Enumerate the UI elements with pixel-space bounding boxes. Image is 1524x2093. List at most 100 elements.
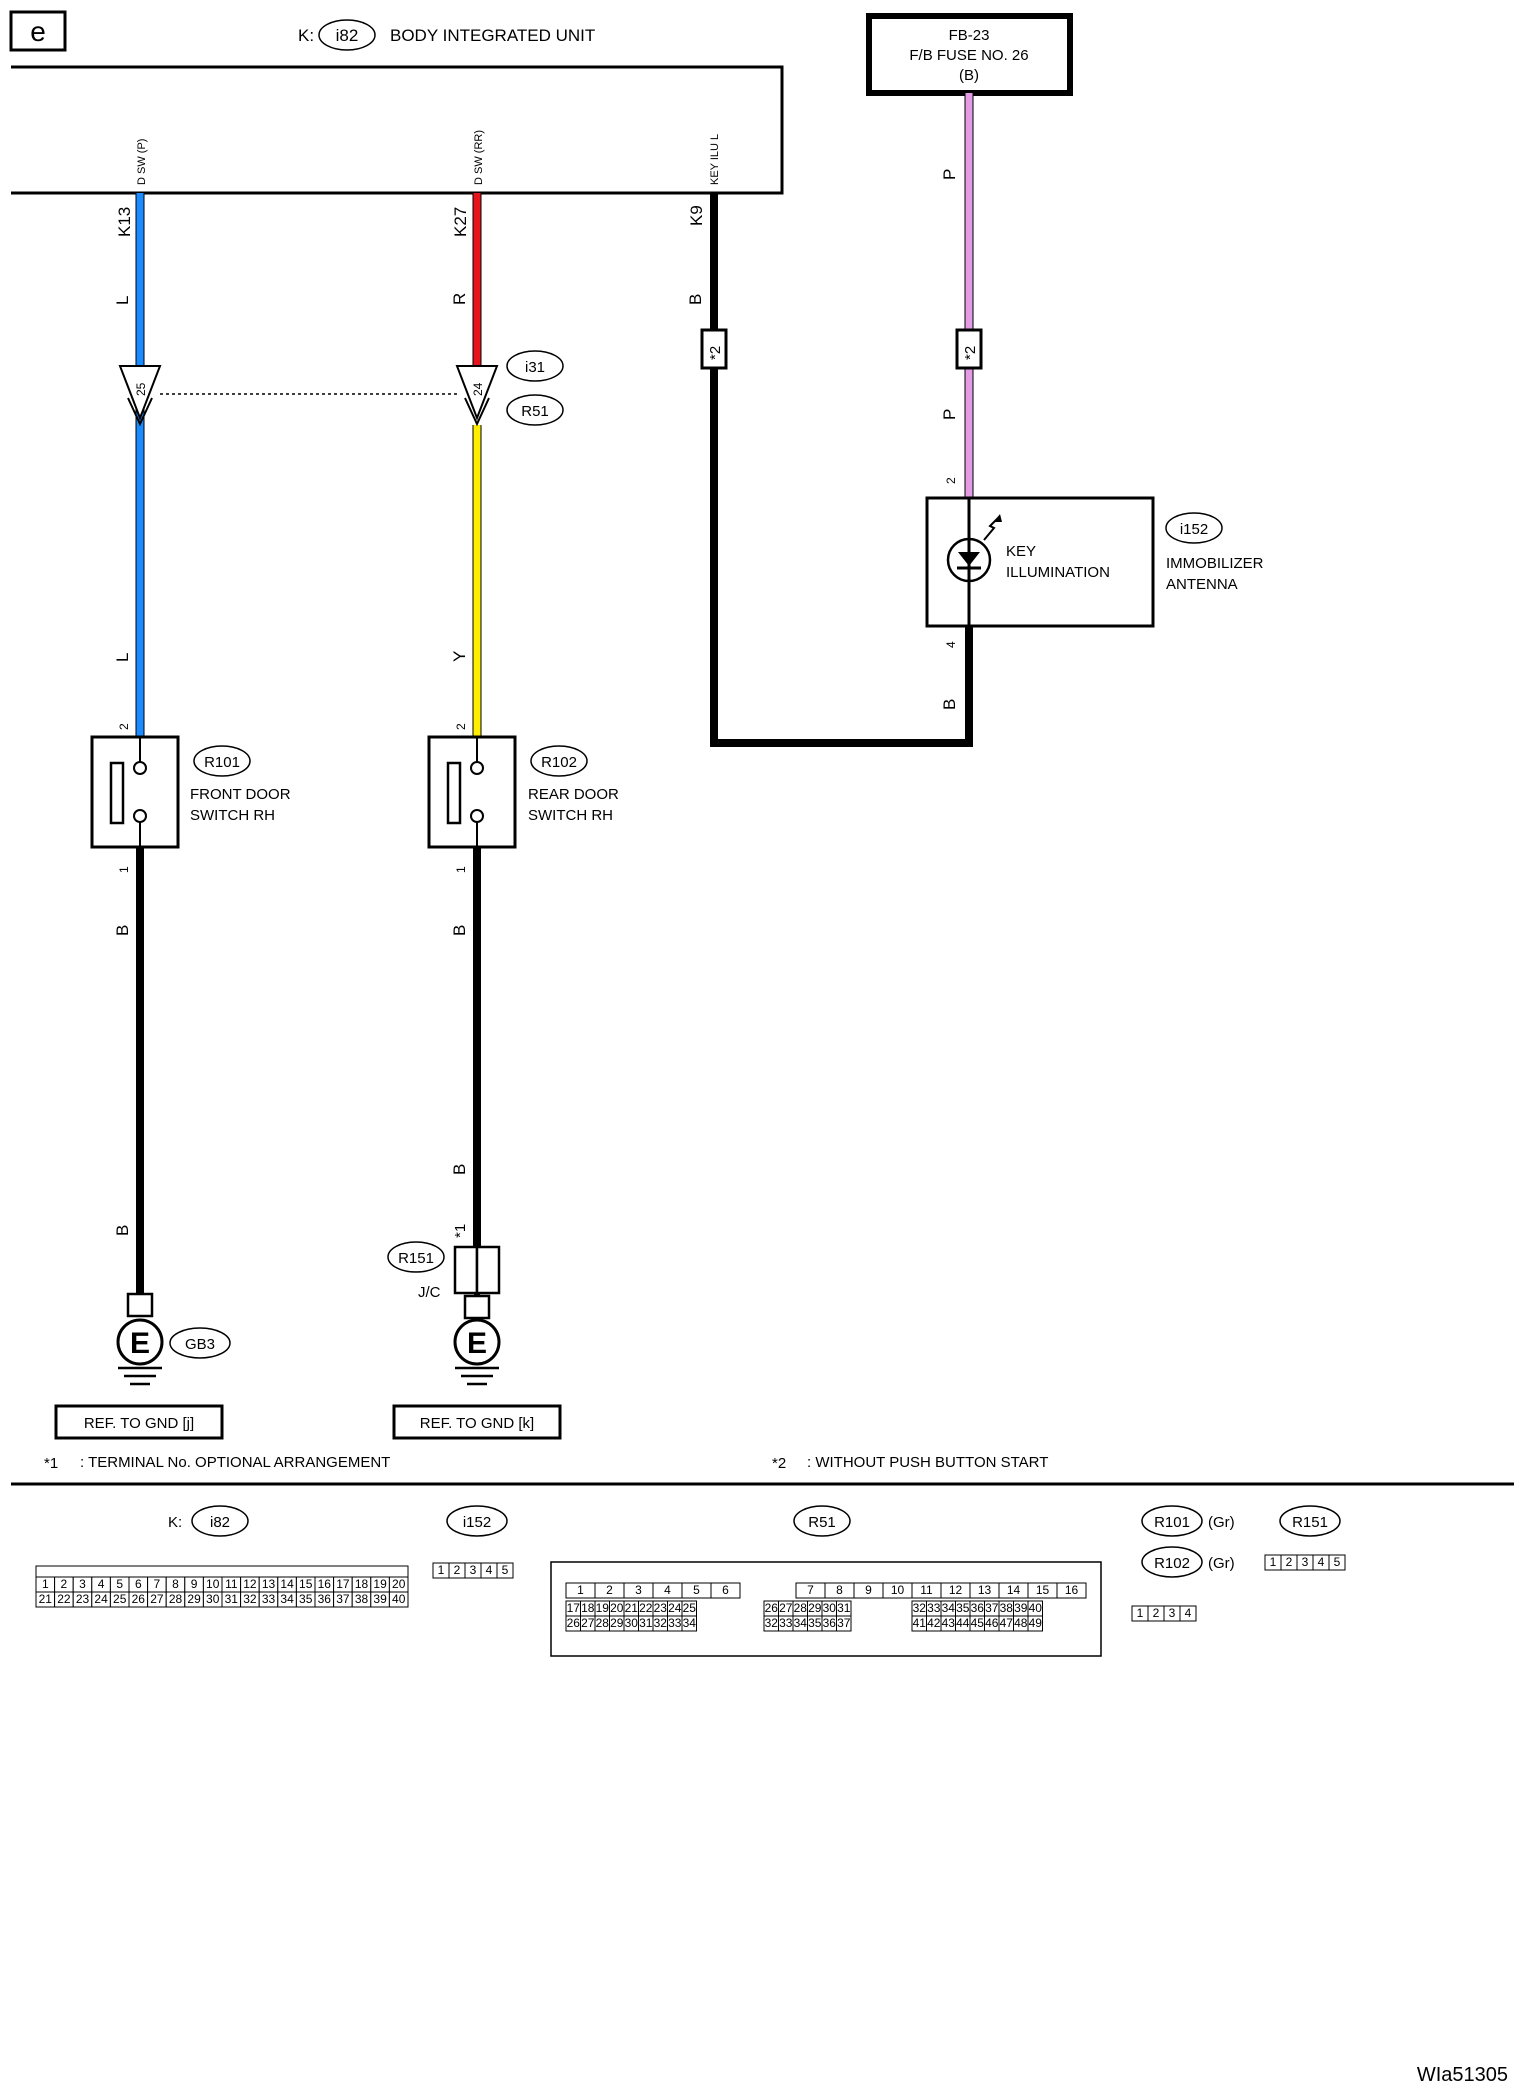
connector-pin-number: 4 bbox=[98, 1577, 105, 1591]
front-switch-line2: SWITCH RH bbox=[190, 807, 275, 824]
body-unit-box bbox=[11, 65, 784, 195]
front-switch-actuator bbox=[109, 761, 125, 825]
connector-pin-number: 29 bbox=[187, 1592, 201, 1606]
connector-pin-cell bbox=[710, 1582, 741, 1599]
connector-pin-number: 36 bbox=[971, 1601, 985, 1615]
cv-i82-code: i82 bbox=[210, 1514, 230, 1531]
antenna-name-line2: ANTENNA bbox=[1166, 576, 1238, 593]
connector-housing bbox=[550, 1561, 1102, 1657]
connector-pin-number: 30 bbox=[823, 1601, 837, 1615]
connector-pin-number: 31 bbox=[639, 1616, 653, 1630]
connector-pin-number: 35 bbox=[956, 1601, 970, 1615]
connector-pin-number: 24 bbox=[94, 1592, 108, 1606]
rear-ground-ref-box[interactable] bbox=[392, 1404, 562, 1440]
connector-pin-number: 44 bbox=[956, 1616, 970, 1630]
pin-func-dsw-rr: D SW (RR) bbox=[473, 130, 485, 185]
section-tag: e bbox=[30, 16, 46, 47]
connector-pin-number: 26 bbox=[765, 1601, 779, 1615]
rear-switch-actuator bbox=[446, 761, 462, 825]
connector-pin-number: 16 bbox=[318, 1577, 332, 1591]
joint-code: R151 bbox=[398, 1250, 434, 1267]
connector-pin-number: 3 bbox=[1302, 1555, 1309, 1569]
connector-pin-number: 1 bbox=[1137, 1606, 1144, 1620]
front-ground-symbol: E bbox=[130, 1327, 150, 1360]
connector-pin-number: 27 bbox=[150, 1592, 164, 1606]
connector-pin-number: 10 bbox=[891, 1583, 905, 1597]
rear-switch-pin-bottom: 1 bbox=[454, 866, 468, 873]
cv-r151-code: R151 bbox=[1292, 1514, 1328, 1531]
joint-connector-left bbox=[453, 1245, 479, 1295]
connector-pin-number: 20 bbox=[610, 1601, 624, 1615]
cv-i152-code: i152 bbox=[463, 1514, 491, 1531]
connector-pin-number: 17 bbox=[336, 1577, 350, 1591]
star2-block-pink bbox=[955, 328, 983, 370]
connector-pin-number: 11 bbox=[225, 1577, 238, 1591]
front-door-switch-box bbox=[90, 735, 180, 849]
connector-pin-number: 28 bbox=[794, 1601, 808, 1615]
connector-pin-number: 25 bbox=[113, 1592, 127, 1606]
connector-pin-number: 40 bbox=[1029, 1601, 1043, 1615]
antenna-inner-line2: ILLUMINATION bbox=[1006, 564, 1110, 581]
cv-r51-oval bbox=[793, 1505, 851, 1537]
connector-pin-number: 4 bbox=[1185, 1606, 1192, 1620]
connector-pin-number: 8 bbox=[172, 1577, 179, 1591]
connector-pin-number: 1 bbox=[1270, 1555, 1277, 1569]
connector-pin-number: 38 bbox=[355, 1592, 369, 1606]
connector-pin-number: 34 bbox=[683, 1616, 697, 1630]
connector-pin-number: 3 bbox=[635, 1583, 642, 1597]
terminal-k9: K9 bbox=[687, 205, 706, 226]
connector-pin-number: 26 bbox=[567, 1616, 581, 1630]
connector-pin-number: 33 bbox=[779, 1616, 793, 1630]
rear-switch-line1: REAR DOOR bbox=[528, 786, 619, 803]
connector-pin-number: 34 bbox=[280, 1592, 294, 1606]
star2-label-k9: *2 bbox=[707, 346, 724, 360]
connector-pin-number: 35 bbox=[299, 1592, 313, 1606]
connector-pin-number: 20 bbox=[392, 1577, 406, 1591]
connector-pin-number: 21 bbox=[625, 1601, 639, 1615]
note2-text: : WITHOUT PUSH BUTTON START bbox=[807, 1454, 1048, 1471]
connector-pin-number: 36 bbox=[318, 1592, 332, 1606]
note1-text: : TERMINAL No. OPTIONAL ARRANGEMENT bbox=[80, 1454, 390, 1471]
cv-i82-prefix: K: bbox=[168, 1514, 182, 1531]
connector-pin-number: 41 bbox=[913, 1616, 927, 1630]
connector-pin-number: 26 bbox=[132, 1592, 146, 1606]
connector-pin-number: 32 bbox=[654, 1616, 668, 1630]
rear-switch-code: R102 bbox=[541, 754, 577, 771]
connector-pin-number: 43 bbox=[942, 1616, 956, 1630]
front-switch-pin-bottom: 1 bbox=[117, 866, 131, 873]
cv-r51-code: R51 bbox=[808, 1514, 836, 1531]
connector-pin-number: 6 bbox=[722, 1583, 729, 1597]
connector-pin-number: 31 bbox=[225, 1592, 239, 1606]
connector-pin-number: 22 bbox=[639, 1601, 653, 1615]
connector-pin-number: 5 bbox=[502, 1563, 509, 1577]
front-ground-terminal bbox=[126, 1292, 154, 1318]
led-icon bbox=[946, 537, 992, 583]
connector-pin-number: 5 bbox=[116, 1577, 123, 1591]
antenna-pin-top: 2 bbox=[944, 477, 958, 484]
connector-pin-number: 27 bbox=[779, 1601, 793, 1615]
antenna-inner-line1: KEY bbox=[1006, 543, 1036, 560]
connector-pin-number: 5 bbox=[693, 1583, 700, 1597]
connector-pin-number: 30 bbox=[206, 1592, 220, 1606]
fuse-line2: F/B FUSE NO. 26 bbox=[909, 47, 1028, 64]
joint-connector-right bbox=[475, 1245, 501, 1295]
pin-func-dsw-p: D SW (P) bbox=[136, 139, 148, 185]
connector-pin-number: 47 bbox=[1000, 1616, 1014, 1630]
connector-pin-number: 34 bbox=[794, 1616, 808, 1630]
wire-label-p-lower: P bbox=[940, 409, 959, 420]
cv-r102-color: (Gr) bbox=[1208, 1555, 1235, 1572]
connector-pin-number: 39 bbox=[1014, 1601, 1028, 1615]
connector-pin-number: 11 bbox=[920, 1583, 933, 1597]
connector-pin-number: 8 bbox=[836, 1583, 843, 1597]
connector-pin-cell bbox=[681, 1615, 697, 1632]
connector-pin-number: 29 bbox=[610, 1616, 624, 1630]
connector-pin-number: 15 bbox=[1036, 1583, 1050, 1597]
connector-pin-number: 28 bbox=[596, 1616, 610, 1630]
front-ground-ref-box[interactable] bbox=[54, 1404, 224, 1440]
connector-pin-25 bbox=[118, 365, 162, 421]
connector-pin-25-label: 25 bbox=[134, 382, 148, 396]
connector-pin-number: 12 bbox=[243, 1577, 257, 1591]
connector-pin-number: 5 bbox=[1334, 1555, 1341, 1569]
rear-ground-icon bbox=[453, 1318, 501, 1366]
